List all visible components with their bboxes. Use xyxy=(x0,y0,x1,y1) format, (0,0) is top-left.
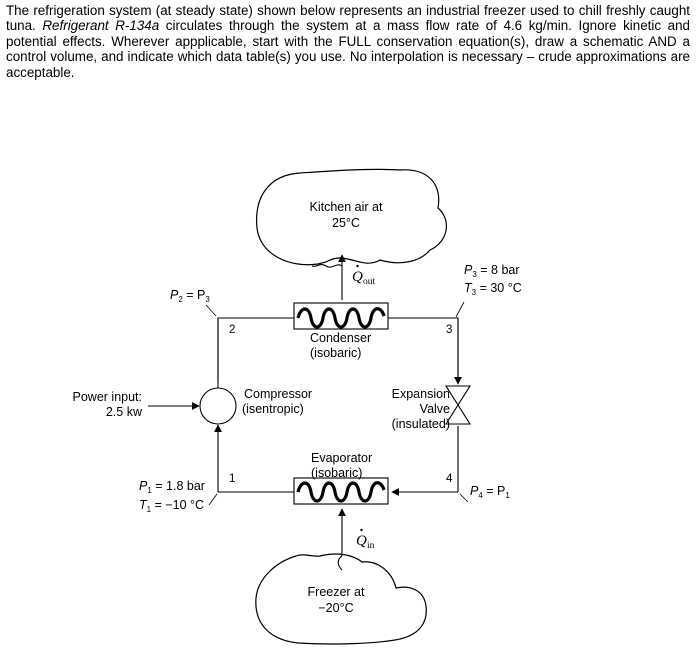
state-4-eq-subscript: 1 xyxy=(505,491,510,500)
state-1-t-symbol: T xyxy=(139,498,148,512)
state-1-p-symbol: P xyxy=(139,479,148,493)
state-4-p-subscript: 4 xyxy=(478,491,483,500)
q-out-label: Q out xyxy=(352,264,376,287)
kitchen-label-line1: Kitchen air at xyxy=(310,200,383,214)
state-1-p-subscript: 1 xyxy=(147,486,152,495)
q-in-subscript: in xyxy=(367,541,375,551)
evaporator-label-line1: Evaporator xyxy=(311,451,372,465)
problem-statement: The refrigeration system (at steady stat… xyxy=(6,3,690,80)
state-2-property: P2 = P3 xyxy=(170,288,217,317)
state-2-p-subscript: 2 xyxy=(178,295,183,304)
compressor-icon xyxy=(199,387,237,425)
state-2-p-symbol: P xyxy=(170,288,179,302)
state-3-p-subscript: 3 xyxy=(472,270,477,279)
freezer-cloud xyxy=(255,553,427,645)
problem-refrigerant: Refrigerant R-134a xyxy=(42,18,160,34)
q-in-label: Q in xyxy=(356,528,375,551)
state-3-t-symbol: T xyxy=(464,281,473,295)
state-1-properties: P1 = 1.8 bar T1 = −10 °C xyxy=(139,479,218,514)
problem-text-2: circulates through the system at a mass … xyxy=(6,18,690,80)
power-label-line2: 2.5 kw xyxy=(106,405,143,419)
freezer-label-line1: Freezer at xyxy=(308,585,365,599)
kitchen-air-cloud xyxy=(256,168,447,266)
state-3-p-value: = 8 bar xyxy=(477,263,520,277)
q-out-subscript: out xyxy=(363,277,376,287)
q-in-wiggle xyxy=(337,555,343,571)
state-2-equals: = P xyxy=(183,288,206,302)
state-4-equals: = P xyxy=(483,484,506,498)
condenser-label-line2: (isobaric) xyxy=(310,346,361,360)
evaporator-label-line2: (isobaric) xyxy=(311,466,362,480)
state-3-t-subscript: 3 xyxy=(472,288,477,297)
state-3-number: 3 xyxy=(446,324,452,336)
evaporator-coil-icon xyxy=(296,481,386,503)
power-label-line1: Power input: xyxy=(73,390,142,404)
kitchen-label-line2: 25°C xyxy=(332,216,360,230)
problem-text-1: The refrigeration system (at steady stat… xyxy=(6,3,690,34)
valve-label-line3: (insulated) xyxy=(392,417,450,431)
compressor-label-line1: Compressor xyxy=(244,387,312,401)
svg-text:T1 = −10 °C: T1 = −10 °C xyxy=(139,498,204,514)
state-3-properties: P3 = 8 bar T3 = 30 °C xyxy=(455,263,522,318)
state-3-p-symbol: P xyxy=(464,263,473,277)
compressor-label-line2: (isentropic) xyxy=(242,402,304,416)
q-out-symbol: Q xyxy=(352,269,363,285)
freezer-label-line2: −20°C xyxy=(318,601,353,615)
state-4-number: 4 xyxy=(446,473,453,485)
q-out-wiggle xyxy=(311,264,343,268)
valve-label-line1: Expansion xyxy=(392,387,450,401)
state-2-number: 2 xyxy=(229,324,235,336)
q-out-dot xyxy=(356,264,359,268)
state-4-property: P4 = P1 xyxy=(459,484,510,503)
state-2-eq-subscript: 3 xyxy=(205,295,210,304)
state-1-t-subscript: 1 xyxy=(147,505,152,514)
q-in-symbol: Q xyxy=(356,533,367,549)
condenser-coil-icon xyxy=(296,307,386,329)
svg-text:P3 = 8 bar: P3 = 8 bar xyxy=(464,263,520,279)
svg-text:T3 = 30 °C: T3 = 30 °C xyxy=(464,281,522,297)
svg-text:P2 = P3: P2 = P3 xyxy=(170,288,210,304)
condenser-box xyxy=(293,302,389,330)
state-4-p-symbol: P xyxy=(470,484,479,498)
q-in-dot xyxy=(360,528,363,532)
svg-text:P1 = 1.8 bar: P1 = 1.8 bar xyxy=(139,479,205,495)
condenser-label-line1: Condenser xyxy=(310,331,371,345)
expansion-valve-icon xyxy=(445,385,471,425)
state-1-number: 1 xyxy=(229,473,235,485)
valve-label-line2: Valve xyxy=(420,402,450,416)
state-3-t-value: = 30 °C xyxy=(476,281,522,295)
state-1-t-value: = −10 °C xyxy=(151,498,204,512)
svg-text:P4 = P1: P4 = P1 xyxy=(470,484,510,500)
state-1-p-value: = 1.8 bar xyxy=(152,479,205,493)
